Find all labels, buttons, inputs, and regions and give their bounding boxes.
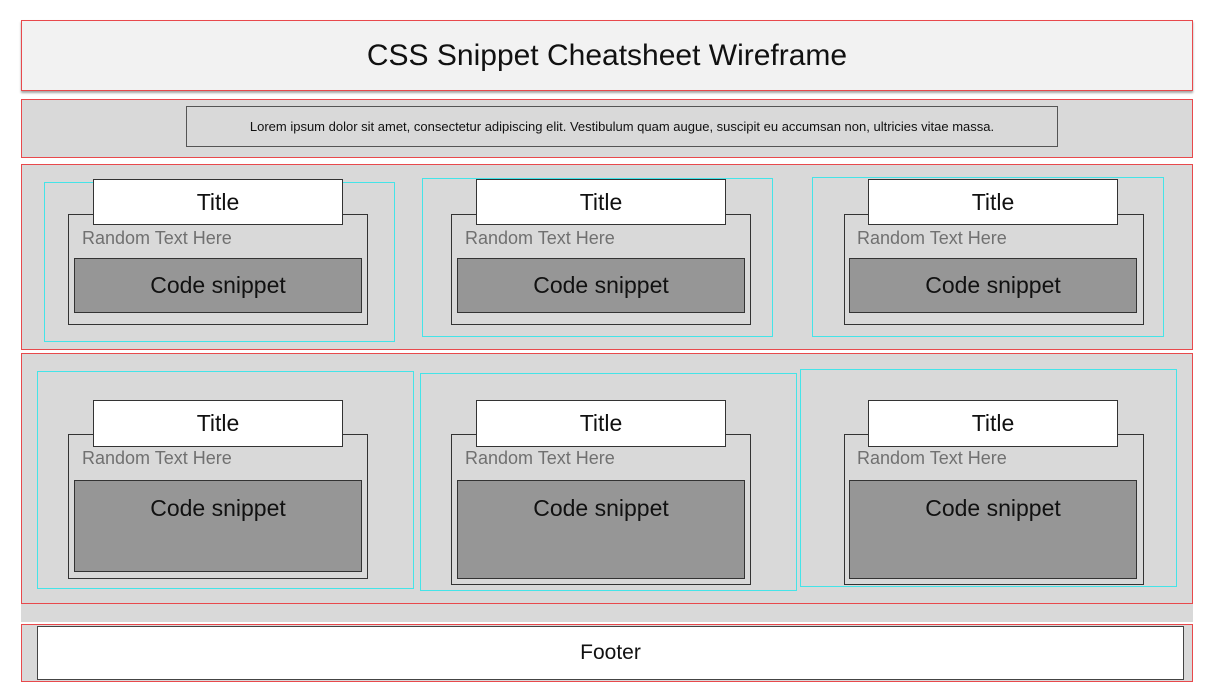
card-title: Title (476, 400, 726, 447)
intro-text: Lorem ipsum dolor sit amet, consectetur … (186, 106, 1058, 147)
card-text: Random Text Here (82, 228, 232, 248)
card-frame-3 (812, 177, 1164, 337)
code-snippet: Code snippet (74, 258, 362, 313)
card-title: Title (868, 400, 1118, 447)
card-text: Random Text Here (857, 228, 1007, 248)
card-text: Random Text Here (82, 448, 232, 468)
code-snippet: Code snippet (457, 258, 745, 313)
card-title: Title (93, 400, 343, 447)
card-frame-6 (800, 369, 1177, 587)
code-snippet: Code snippet (457, 480, 745, 579)
code-snippet: Code snippet (74, 480, 362, 572)
footer: Footer (37, 626, 1184, 680)
header-section: CSS Snippet Cheatsheet Wireframe (21, 20, 1193, 91)
page-title: CSS Snippet Cheatsheet Wireframe (366, 38, 848, 72)
card-text: Random Text Here (465, 448, 615, 468)
spacer-section (21, 604, 1193, 622)
card-frame-5 (420, 373, 797, 591)
code-snippet: Code snippet (849, 480, 1137, 579)
card-title: Title (476, 179, 726, 225)
code-snippet: Code snippet (849, 258, 1137, 313)
card-title: Title (868, 179, 1118, 225)
card-title: Title (93, 179, 343, 225)
card-frame-2 (422, 178, 773, 337)
card-text: Random Text Here (857, 448, 1007, 468)
card-frame-4 (37, 371, 414, 589)
card-text: Random Text Here (465, 228, 615, 248)
